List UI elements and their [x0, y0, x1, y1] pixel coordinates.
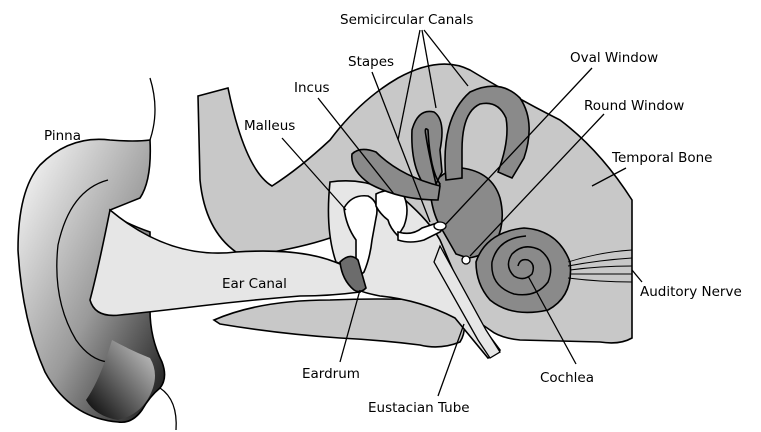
label-ear-canal: Ear Canal [222, 276, 287, 292]
head-outline-bottom [160, 388, 176, 430]
leader-auditory-nerve [632, 270, 642, 282]
label-pinna: Pinna [44, 128, 81, 144]
oval-window-marker [434, 222, 446, 230]
label-eustacian-tube: Eustacian Tube [368, 400, 470, 416]
label-auditory-nerve: Auditory Nerve [640, 284, 742, 300]
label-temporal-bone: Temporal Bone [611, 150, 713, 166]
label-semicircular-canals: Semicircular Canals [340, 12, 473, 28]
label-oval-window: Oval Window [570, 50, 658, 66]
label-eardrum: Eardrum [302, 366, 360, 382]
cochlea-shell [476, 228, 571, 312]
head-outline-top [150, 78, 155, 140]
round-window-marker [462, 256, 470, 264]
label-cochlea: Cochlea [540, 370, 594, 386]
label-incus: Incus [294, 80, 330, 96]
label-stapes: Stapes [348, 54, 394, 70]
label-malleus: Malleus [244, 118, 295, 134]
label-round-window: Round Window [584, 98, 684, 114]
